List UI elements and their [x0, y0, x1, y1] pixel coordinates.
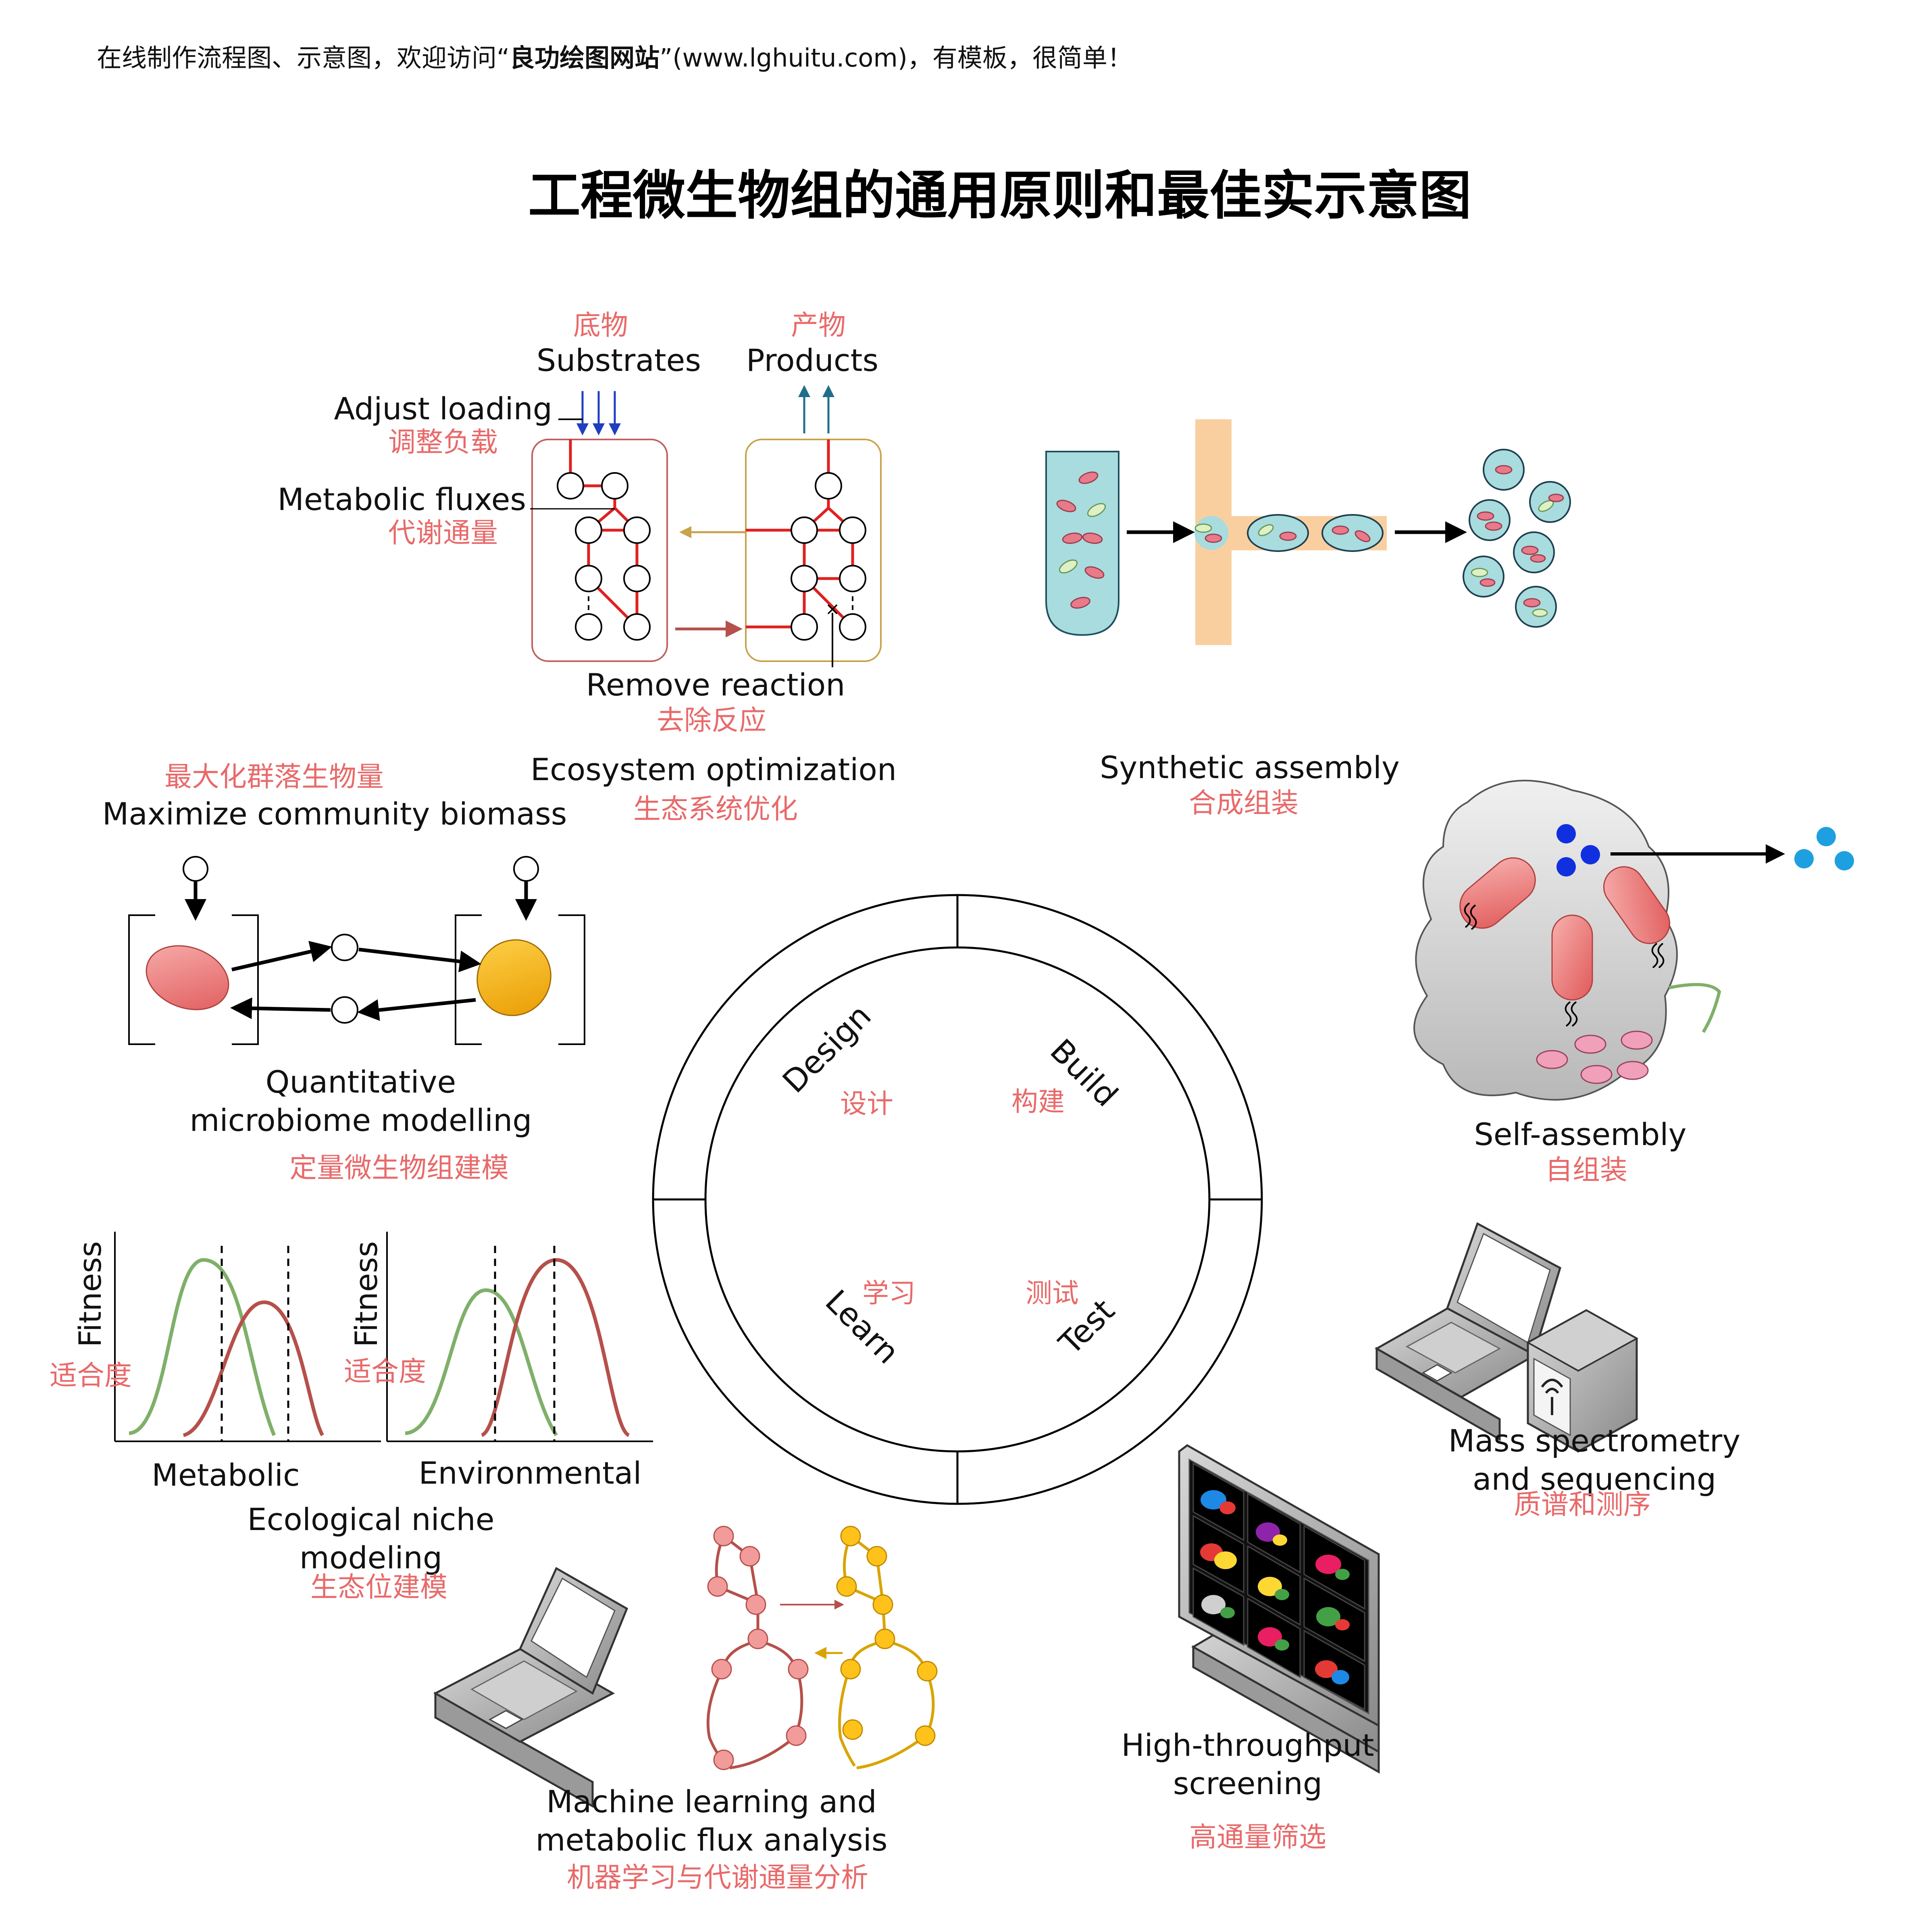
environmental-axis-label: Environmental [419, 1455, 642, 1491]
gold-pathway-nodes [836, 1526, 938, 1746]
ml-label-line1: Machine learning and [546, 1784, 877, 1820]
laptop-icon [433, 1567, 628, 1808]
hts-zh: 高通量筛选 [1189, 1822, 1326, 1853]
quantitative-modelling: 最大化群落生物量 Maximize community biomass Quan… [102, 761, 585, 1184]
biofilm-cloud-icon [1413, 780, 1678, 1101]
secreted-molecules-icon [1794, 827, 1854, 870]
page-title: 工程微生物组的通用原则和最佳实示意图 [528, 165, 1471, 226]
high-throughput-screening: High-throughput screening 高通量筛选 [1122, 1444, 1380, 1853]
ms-label-line1: Mass spectrometry [1448, 1423, 1741, 1459]
adjust-loading-zh: 调整负载 [388, 427, 498, 458]
niche-label-line1: Ecological niche [248, 1501, 495, 1537]
bacterium-icon [1459, 857, 1536, 929]
ecosystem-optimization: 底物 Substrates 产物 Products Adjust loading… [277, 310, 897, 825]
species-b-icon [476, 939, 551, 1016]
cycle-design: Design [776, 998, 878, 1100]
hts-label-line1: High-throughput [1122, 1727, 1374, 1763]
ecosystem-caption: Ecosystem optimization [531, 752, 897, 787]
cycle-learn-zh: 学习 [862, 1278, 916, 1309]
network-box-right [745, 439, 882, 662]
cycle-design-zh: 设计 [840, 1088, 893, 1119]
curve-red [481, 1258, 630, 1437]
test-tube-icon [1045, 451, 1119, 636]
product-arrows-icon [798, 385, 834, 433]
mass-spec-sequencing: Mass spectrometry and sequencing 质谱和测序 [1374, 1222, 1741, 1521]
machine-learning: Machine learning and metabolic flux anal… [433, 1526, 938, 1894]
synthetic-assembly-label: Synthetic assembly [1100, 749, 1400, 785]
sequencer-icon [1526, 1309, 1639, 1453]
products-label: Products [746, 342, 878, 378]
synthetic-assembly-zh: 合成组装 [1189, 787, 1298, 819]
cycle-test-zh: 测试 [1026, 1278, 1079, 1309]
substrates-label: Substrates [537, 342, 701, 378]
laptop-icon [1374, 1222, 1561, 1441]
filament-icon [1669, 983, 1721, 1033]
ecosystem-caption-zh: 生态系统优化 [633, 793, 798, 825]
substrates-zh: 底物 [573, 310, 628, 341]
metabolic-fluxes-label: Metabolic fluxes [277, 481, 526, 517]
curve-green [405, 1288, 558, 1437]
niche-label-line2: modeling [300, 1540, 442, 1576]
species-a-icon [146, 945, 229, 1010]
metabolic-axis-label: Metabolic [152, 1457, 300, 1493]
ms-label-line2: and sequencing [1473, 1461, 1716, 1497]
dbtl-cycle: Design 设计 Build 构建 学习 Learn 测试 Test [652, 894, 1263, 1505]
fitness-axis-label: Fitness [348, 1241, 384, 1347]
maximize-label: Maximize community biomass [102, 796, 567, 832]
metabolic-fluxes-zh: 代谢通量 [388, 517, 498, 549]
droplet-cluster-icon [1463, 449, 1571, 628]
network-box-left [531, 439, 668, 662]
ml-label-line2: metabolic flux analysis [536, 1822, 888, 1858]
spores-icon [1536, 1031, 1653, 1084]
synthetic-assembly: Synthetic assembly 合成组装 [1045, 419, 1571, 819]
droplet-1-icon [1247, 514, 1309, 552]
products-zh: 产物 [791, 310, 846, 341]
niche-zh: 生态位建模 [310, 1572, 447, 1603]
remove-reaction-label: Remove reaction [586, 667, 845, 703]
curve-green [129, 1258, 276, 1436]
quant-label-line2: microbiome modelling [189, 1102, 532, 1138]
maximize-zh: 最大化群落生物量 [164, 761, 384, 793]
hts-label-line2: screening [1173, 1765, 1322, 1801]
droplet-forming-icon [1194, 516, 1228, 550]
fitness-zh: 适合度 [50, 1360, 132, 1392]
self-assembly-zh: 自组装 [1545, 1154, 1627, 1186]
screening-colonies [1200, 1490, 1350, 1684]
remove-reaction-zh: 去除反应 [657, 705, 766, 737]
adjust-loading-label: Adjust loading [334, 391, 552, 427]
ml-zh: 机器学习与代谢通量分析 [567, 1862, 868, 1894]
cells-in-tube [1056, 471, 1106, 609]
quant-zh: 定量微生物组建模 [289, 1152, 509, 1184]
banner-text: 在线制作流程图、示意图，欢迎访问“良功绘图网站”(www.lghuitu.com… [97, 43, 1132, 73]
cycle-build-zh: 构建 [1011, 1086, 1065, 1117]
red-pathway-nodes [707, 1526, 809, 1770]
molecules-icon [1556, 824, 1600, 876]
fitness-zh: 适合度 [344, 1356, 426, 1388]
niche-modeling: Fitness Fitness 适合度 适合度 Metabolic Enviro… [50, 1232, 653, 1603]
self-assembly: Self-assembly 自组装 [1413, 780, 1854, 1186]
substrate-arrows-icon [576, 391, 621, 435]
curve-red [183, 1300, 324, 1437]
self-assembly-label: Self-assembly [1474, 1116, 1686, 1152]
droplet-2-icon [1321, 514, 1384, 552]
fitness-axis-label: Fitness [72, 1241, 108, 1347]
bacterium-icon [1603, 866, 1671, 944]
bacterium-icon [1551, 914, 1593, 1001]
quant-label-line1: Quantitative [266, 1064, 456, 1100]
ms-zh: 质谱和测序 [1514, 1489, 1651, 1521]
